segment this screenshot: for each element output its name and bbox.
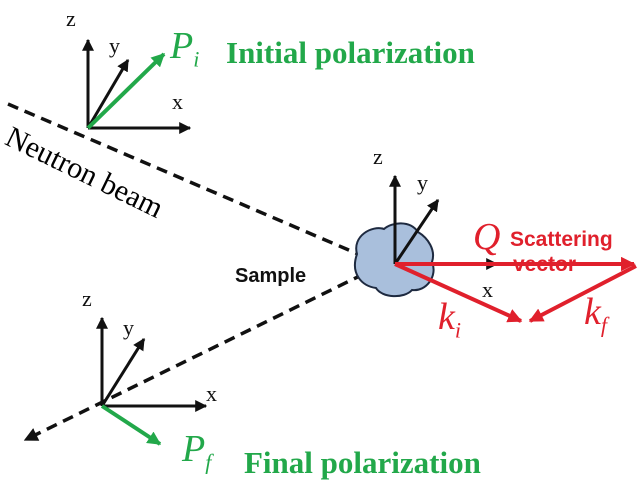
- final-y-axis: [100, 337, 146, 407]
- sample-y-label: y: [417, 170, 428, 195]
- incoming-beam-line: [7, 102, 374, 262]
- sample-label: Sample: [235, 265, 307, 287]
- initial-z-label: z: [66, 6, 76, 31]
- sample-y-axis: [393, 199, 440, 265]
- kf-letter: k: [584, 291, 601, 333]
- initial-p-letter: P: [170, 25, 194, 67]
- final-p-subscript: f: [205, 449, 212, 475]
- scattering-label-line2: vector: [513, 253, 577, 276]
- initial-polarization-title: Initial polarization: [226, 35, 475, 70]
- sample-x-label: x: [482, 277, 493, 302]
- initial-axes: [82, 38, 192, 134]
- ki-symbol: ki: [438, 298, 461, 342]
- ki-vector: [394, 262, 523, 323]
- initial-x-label: x: [172, 89, 183, 114]
- final-polarization-vector: [100, 404, 162, 446]
- final-polarization-title: Final polarization: [244, 445, 481, 480]
- kf-subscript: f: [600, 312, 607, 338]
- final-y-label: y: [123, 315, 134, 340]
- kf-symbol: kf: [584, 293, 607, 337]
- initial-y-label: y: [109, 33, 120, 58]
- initial-polarization-symbol: Pi: [170, 27, 199, 71]
- initial-polarization-vector: [86, 52, 166, 130]
- kf-vector: [528, 264, 637, 323]
- final-polarization-symbol: Pf: [182, 430, 211, 474]
- q-symbol: Q: [473, 216, 501, 258]
- final-axes: [96, 316, 208, 446]
- initial-y-axis: [86, 58, 130, 129]
- outgoing-beam-line: [23, 264, 381, 442]
- initial-p-subscript: i: [193, 46, 200, 72]
- scattering-vectors: [394, 256, 637, 323]
- scattering-label-line1: Scattering: [510, 228, 613, 251]
- final-x-label: x: [206, 381, 217, 406]
- final-p-letter: P: [182, 428, 206, 470]
- sample-z-label: z: [373, 144, 383, 169]
- final-z-label: z: [82, 286, 92, 311]
- ki-subscript: i: [454, 317, 461, 343]
- ki-letter: k: [438, 296, 455, 338]
